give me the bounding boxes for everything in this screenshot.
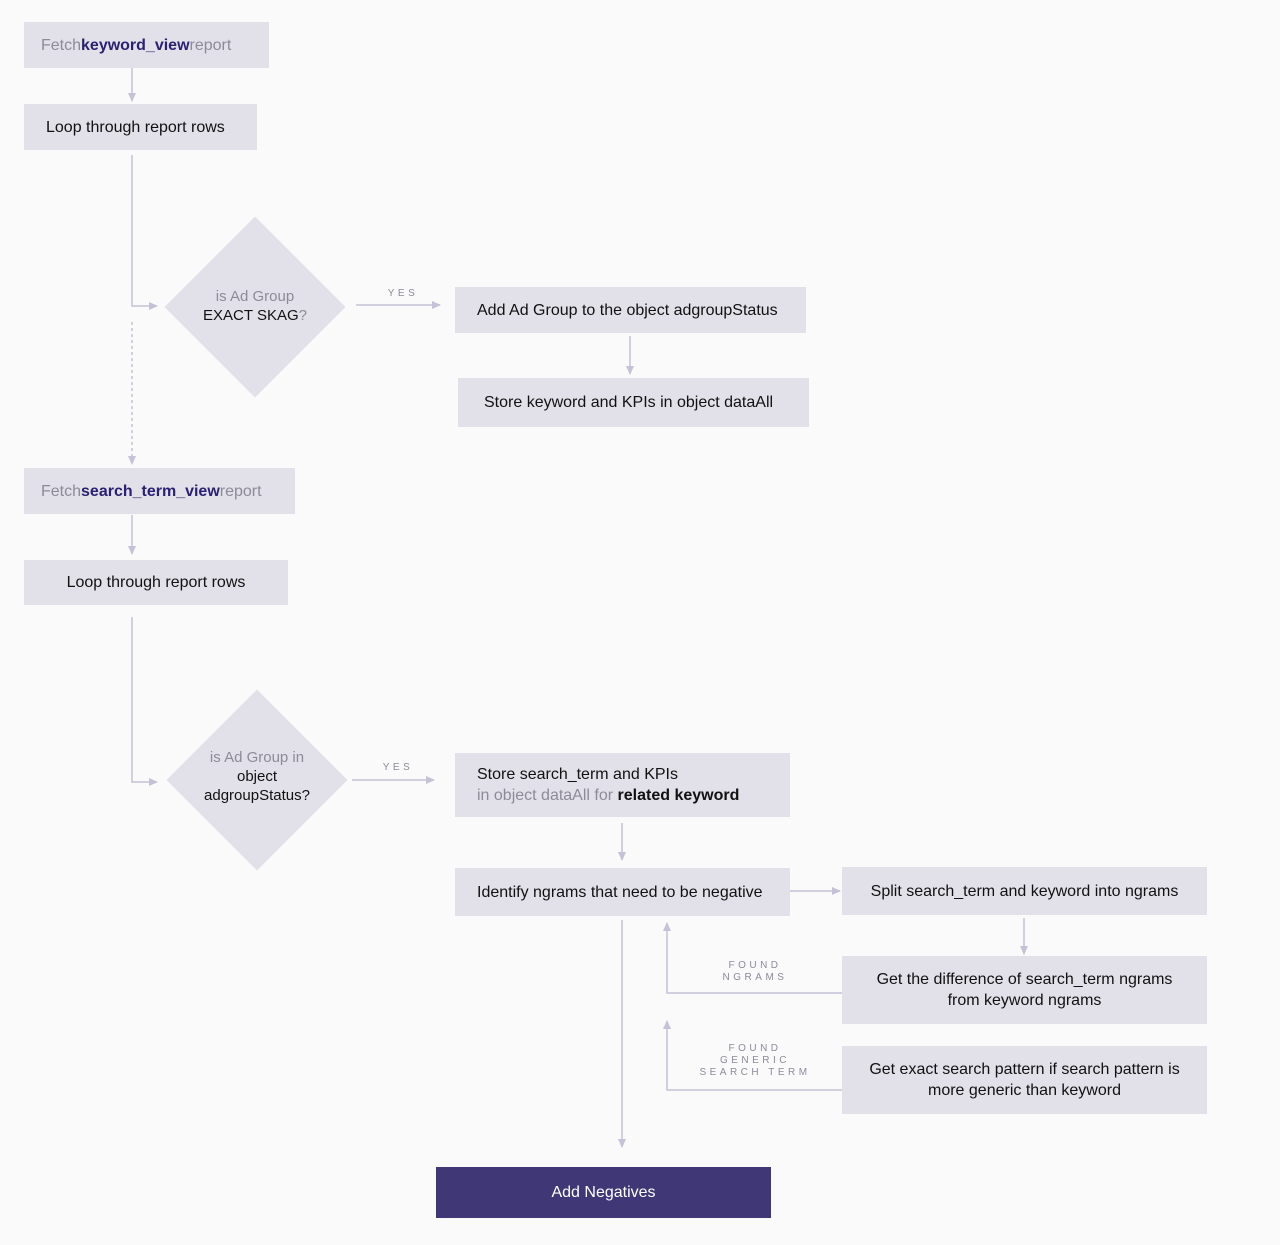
identify-ngrams-box: Identify ngrams that need to be negative <box>455 868 790 916</box>
exact-pattern-box: Get exact search pattern if search patte… <box>842 1046 1207 1114</box>
store-keyword-label: Store keyword and KPIs in object dataAll <box>484 394 774 411</box>
identify-ngrams-label: Identify ngrams that need to be negative <box>477 883 763 901</box>
found-generic-line-3: SEARCH TERM <box>699 1067 811 1078</box>
edge-label-yes-2: YES <box>382 762 414 773</box>
difference-line-2: from keyword ngrams <box>947 992 1102 1009</box>
store-search-term-line-2: in object dataAll for related keyword <box>477 785 739 806</box>
fetch-suffix: report <box>189 36 232 54</box>
found-generic-line-2: GENERIC <box>719 1055 791 1066</box>
decision-1-line-2-suffix: ? <box>298 307 307 324</box>
fetch-2-suffix: report <box>219 482 262 500</box>
add-ad-group-box: Add Ad Group to the object adgroupStatus <box>455 287 806 333</box>
fetch-resource-name: keyword_view <box>81 36 190 54</box>
found-generic-line-1: FOUND <box>728 1043 782 1054</box>
connector-loop-1-to-decision-1 <box>131 155 158 310</box>
edge-label-found-ngrams: FOUND NGRAMS <box>700 960 810 984</box>
decision-2-line-2: object <box>236 768 278 785</box>
difference-box: Get the difference of search_term ngrams… <box>842 956 1207 1024</box>
exact-pattern-line-2: more generic than keyword <box>928 1082 1121 1099</box>
fetch-2-resource-name: search_term_view <box>81 482 220 500</box>
decision-1-line-1: is Ad Group <box>215 288 295 305</box>
decision-2-text: is Ad Group in object adgroupStatus? <box>182 748 332 805</box>
split-ngrams-label: Split search_term and keyword into ngram… <box>870 882 1179 900</box>
found-ngrams-line-1: FOUND <box>728 960 782 971</box>
edge-label-found-generic: FOUND GENERIC SEARCH TERM <box>690 1043 820 1079</box>
store-search-term-line-2-bold: related keyword <box>617 787 740 804</box>
found-ngrams-line-2: NGRAMS <box>722 972 788 983</box>
edge-label-yes-1: YES <box>387 288 419 299</box>
decision-1-line-2: EXACT SKAG? <box>180 306 330 325</box>
difference-line-1: Get the difference of search_term ngrams <box>876 971 1173 988</box>
exact-pattern-line-1: Get exact search pattern if search patte… <box>869 1061 1180 1078</box>
loop-report-rows-1: Loop through report rows <box>24 104 257 150</box>
decision-1-line-2-text: EXACT SKAG <box>203 307 299 324</box>
store-search-term-line-2-prefix: in object dataAll for <box>477 787 618 804</box>
decision-2-line-3: adgroupStatus? <box>204 787 310 804</box>
loop-report-rows-2: Loop through report rows <box>24 560 288 605</box>
add-negatives-box: Add Negatives <box>436 1167 771 1218</box>
loop-label: Loop through report rows <box>46 118 225 136</box>
decision-1-text: is Ad Group EXACT SKAG? <box>180 287 330 325</box>
store-search-term-box: Store search_term and KPIs in object dat… <box>455 753 790 817</box>
connector-exact-found-generic <box>663 1020 842 1091</box>
connector-difference-found-ngrams <box>663 922 842 994</box>
store-keyword-box: Store keyword and KPIs in object dataAll <box>458 378 809 427</box>
fetch-search-term-view-box: Fetch search_term_view report <box>24 468 295 514</box>
split-ngrams-box: Split search_term and keyword into ngram… <box>842 867 1207 915</box>
loop-2-label: Loop through report rows <box>66 574 246 591</box>
add-negatives-label: Add Negatives <box>551 1183 656 1201</box>
fetch-prefix: Fetch <box>41 36 82 54</box>
fetch-keyword-view-box: Fetch keyword_view report <box>24 22 269 68</box>
store-search-term-line-1: Store search_term and KPIs <box>477 766 678 783</box>
fetch-2-prefix: Fetch <box>41 482 82 500</box>
add-ad-group-label: Add Ad Group to the object adgroupStatus <box>477 301 778 319</box>
decision-2-line-1: is Ad Group in <box>209 749 305 766</box>
connector-loop-2-to-decision-2 <box>131 617 158 786</box>
